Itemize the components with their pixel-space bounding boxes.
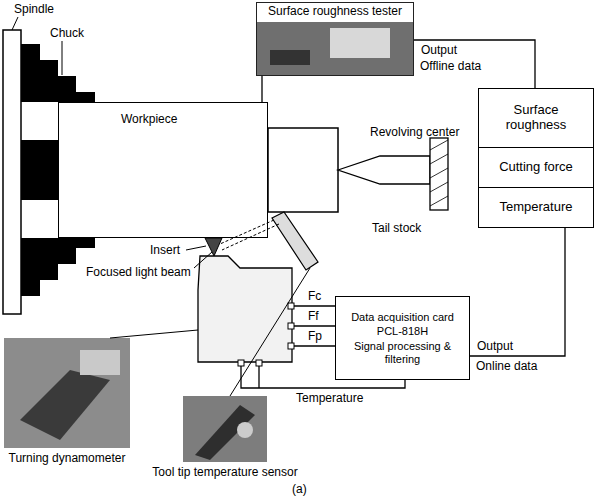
sensor-photo (183, 396, 267, 462)
node-text: Data acquisition card (340, 311, 465, 324)
node-text: Workpiece (59, 103, 267, 127)
photo-panel: Tool tip temperature sensor (140, 396, 310, 480)
signal-name: Temperature (296, 392, 363, 405)
leader-line (110, 330, 198, 338)
node-text: Surface roughness tester (257, 3, 413, 22)
chuck-upper (21, 44, 95, 102)
leader-line (62, 41, 63, 75)
terminal (238, 360, 244, 366)
terminal (288, 303, 294, 309)
temperature-sensor (272, 212, 318, 270)
spindle-body (3, 30, 21, 314)
dynamometer-photo-detail (20, 370, 110, 440)
part-label: Insert (150, 244, 180, 257)
light-beam (222, 224, 279, 250)
leader-line (230, 268, 310, 396)
terminal (288, 323, 294, 329)
photo-panel: Turning dynamometer (2, 338, 132, 466)
tail-stock-hatch (430, 140, 448, 206)
leader-line (12, 17, 18, 30)
revolving-center (338, 156, 430, 184)
tester-photo-box: Surface roughness tester (256, 2, 414, 76)
terminal (288, 343, 294, 349)
part-label: Chuck (50, 27, 84, 40)
tester-photo (257, 19, 413, 75)
signal-label: Online data (476, 360, 537, 373)
dynamometer-photo (4, 338, 130, 448)
edge-label: Output (420, 44, 458, 57)
connector-line (261, 76, 262, 102)
sensor-photo-detail (237, 422, 253, 438)
tester-photo-detail (330, 28, 390, 58)
terminal (256, 360, 262, 366)
workpiece-box: Workpiece (58, 102, 268, 238)
insert-tip (205, 238, 222, 256)
node-text: Turning dynamometer (2, 452, 132, 466)
leader-line (186, 246, 206, 250)
node-text: PCL-818H (340, 325, 465, 338)
tester-photo-detail (270, 50, 310, 65)
signal-name: Fp (308, 330, 322, 343)
light-beam (220, 220, 274, 244)
node-text: Cutting force (479, 147, 593, 187)
node-text: Signal processing & filtering (340, 340, 465, 365)
force-signal-wire (294, 305, 335, 306)
signal-name: Fc (308, 290, 321, 303)
dynamometer-tool-holder (198, 256, 292, 362)
chuck-lower (21, 238, 95, 296)
node-text: Tool tip temperature sensor (140, 466, 310, 480)
sensor-photo-detail (195, 405, 255, 460)
measured-output-box: Surface roughnessCutting forceTemperatur… (478, 88, 594, 228)
node-text: Temperature (479, 187, 593, 227)
connector-line (470, 228, 565, 356)
chuck-jaw (21, 140, 58, 200)
force-signal-wire (294, 325, 335, 326)
part-label: Revolving center (370, 126, 459, 139)
part-label: Tail stock (372, 222, 421, 235)
node-text: Surface roughness (479, 89, 593, 147)
dynamometer-photo-detail (80, 350, 120, 375)
edge-label: Output (476, 340, 514, 353)
daq-box: Data acquisition cardPCL-818H Signal proc… (335, 296, 470, 380)
figure-label: (a) (292, 483, 307, 496)
workpiece-end (268, 128, 338, 212)
signal-name: Ff (308, 310, 319, 323)
connector-line (414, 40, 535, 88)
signal-label: Offline data (420, 60, 481, 73)
part-label: Spindle (14, 3, 54, 16)
force-signal-wire (294, 345, 335, 346)
leader-line (194, 252, 212, 268)
part-label: Focused light beam (86, 266, 191, 279)
tail-stock (430, 138, 448, 210)
